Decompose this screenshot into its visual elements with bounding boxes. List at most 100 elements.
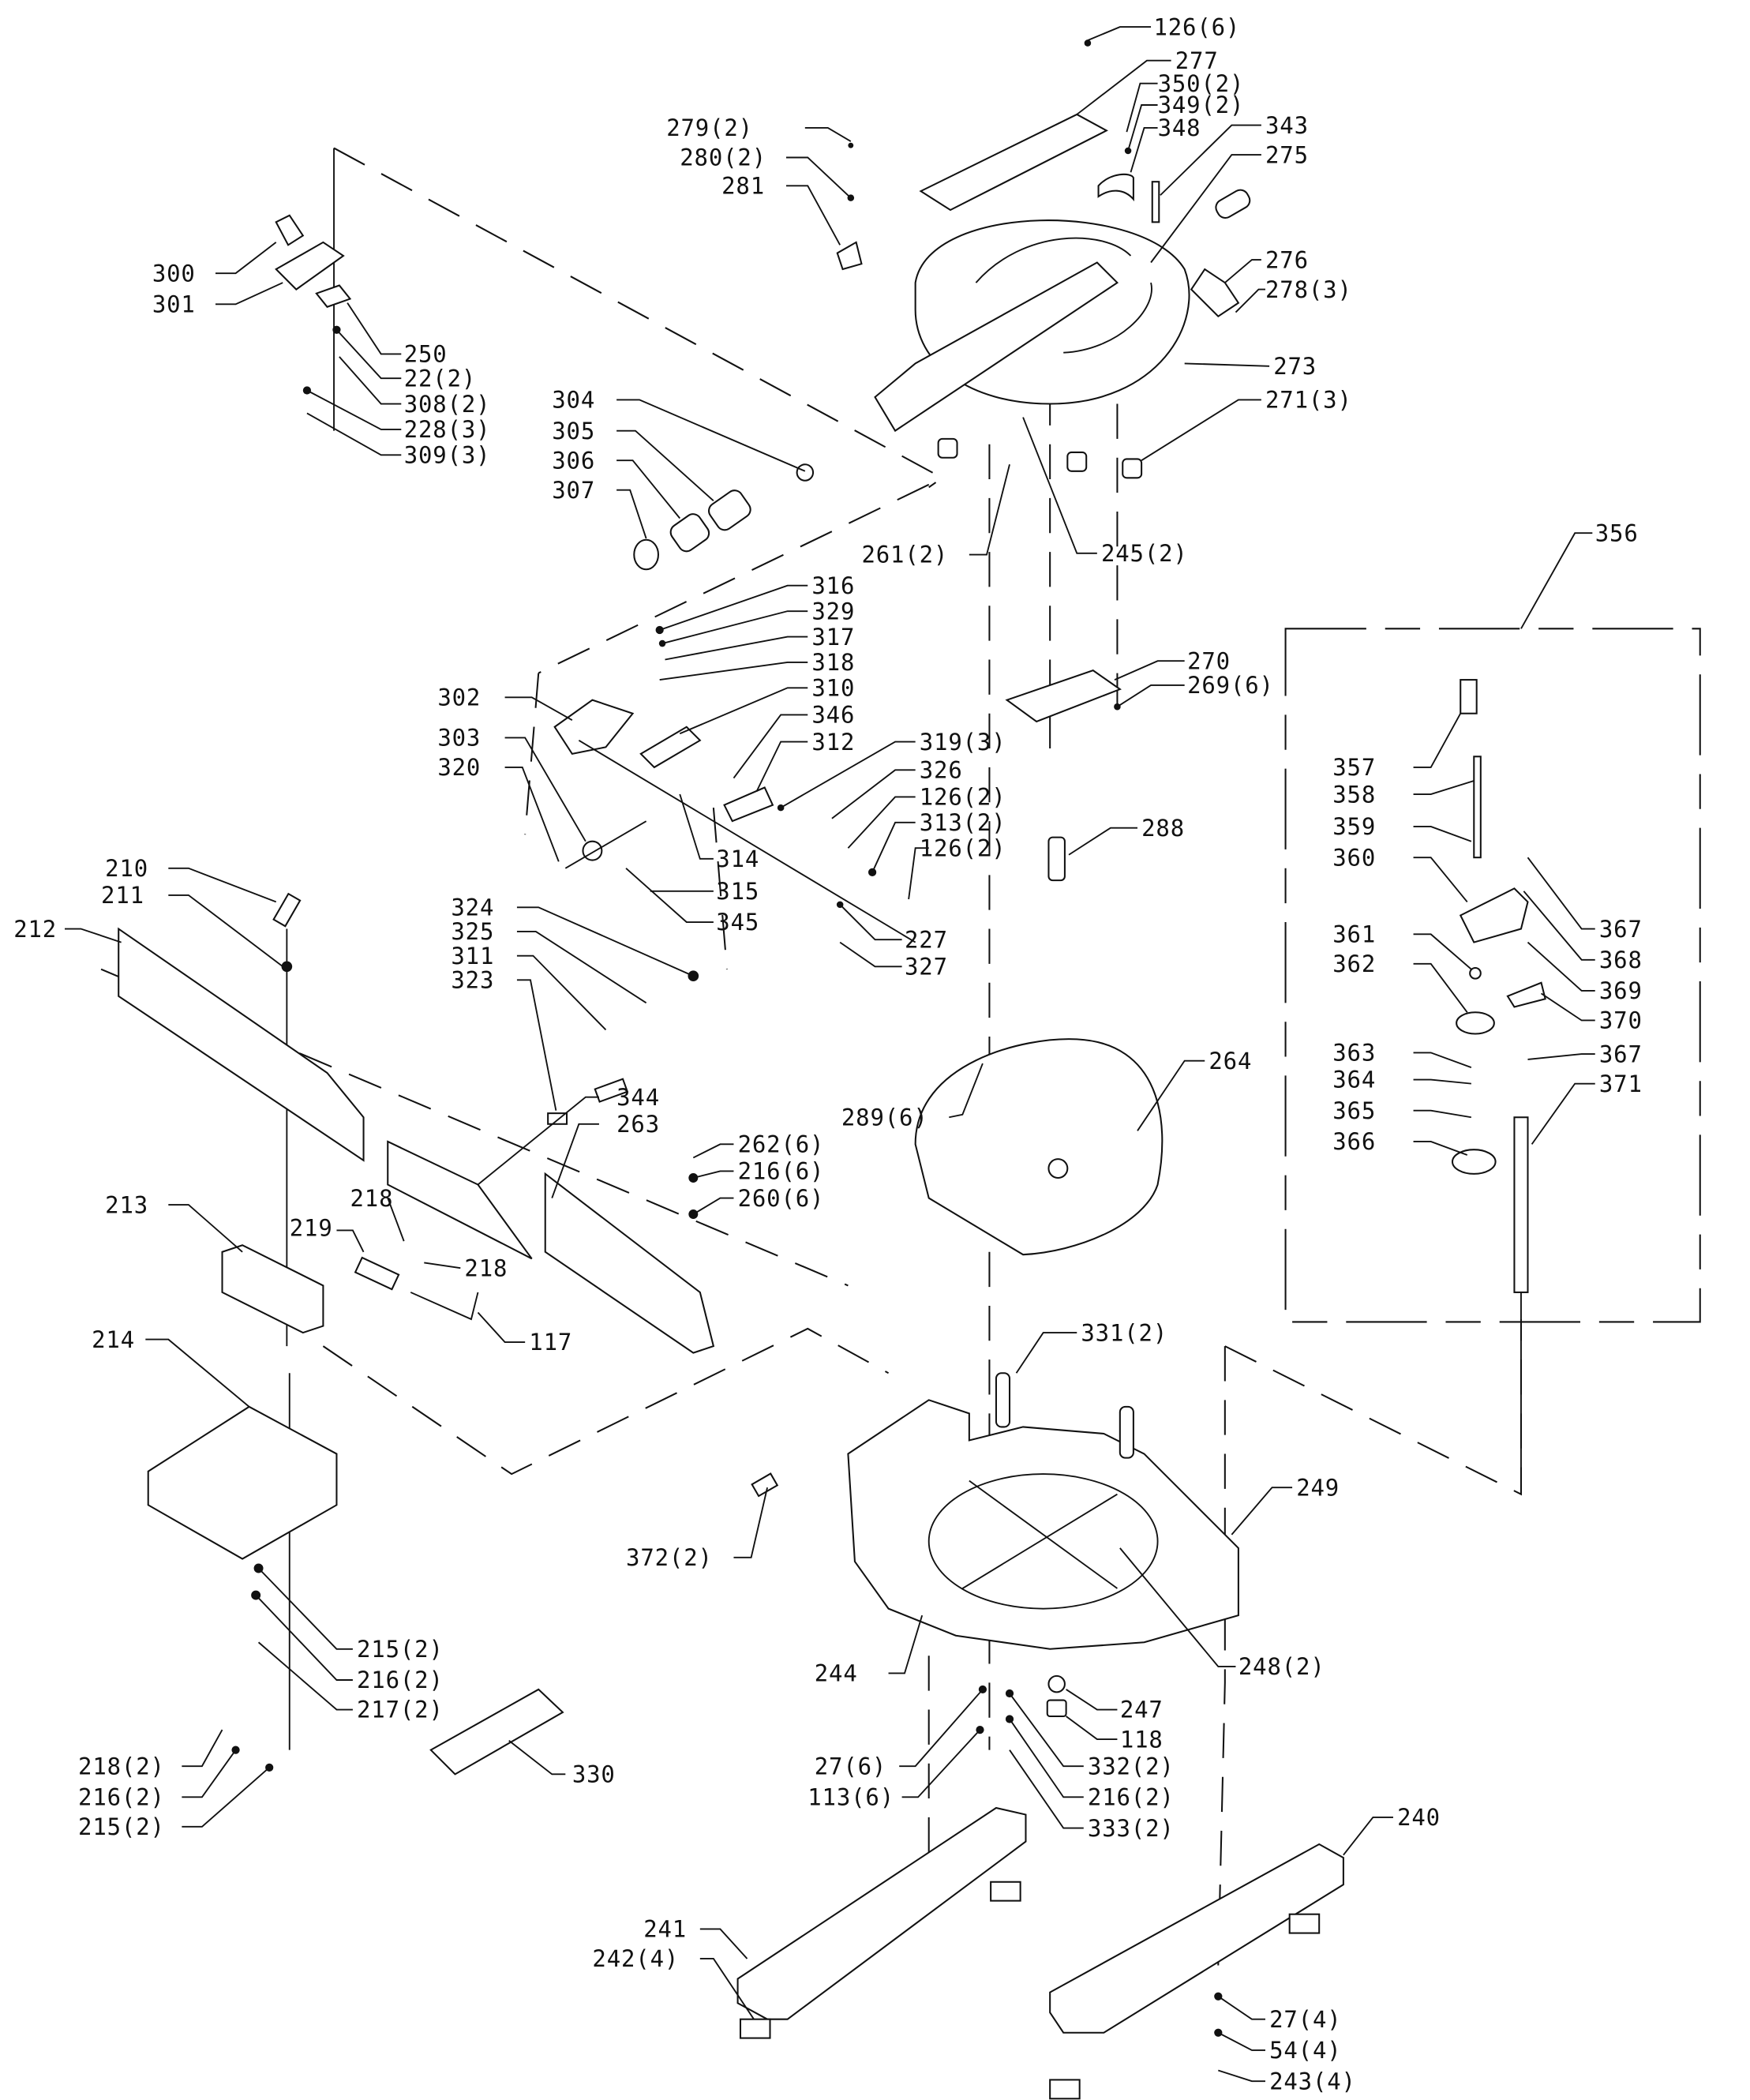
part-271-foot: [937, 437, 958, 459]
callout-318: 318: [811, 649, 855, 676]
part-368-bracket: [1459, 887, 1529, 943]
part-307-ring: [633, 538, 659, 571]
guide-line: [712, 807, 728, 969]
callout-281: 281: [721, 173, 765, 200]
callout-360: 360: [1332, 844, 1376, 871]
callout-280: 280(2): [680, 144, 766, 171]
part-264-hole: [1047, 1158, 1069, 1179]
axis-line: [564, 820, 647, 869]
callout-216a: 216(2): [357, 1667, 444, 1693]
part-302-lever: [553, 699, 635, 756]
callout-219: 219: [290, 1214, 333, 1241]
part-242-pad: [1288, 1913, 1321, 1934]
callout-312: 312: [811, 729, 855, 756]
part-118-nut: [1046, 1699, 1067, 1718]
callout-212: 212: [13, 916, 57, 943]
callout-27-4: 27(4): [1269, 2006, 1341, 2033]
callout-314: 314: [716, 846, 759, 872]
part-271-foot: [1066, 451, 1088, 472]
callout-304: 304: [552, 387, 595, 414]
callout-227: 227: [905, 926, 948, 953]
part-242-pad: [1049, 2079, 1081, 2100]
callouts: 126(6) 277 350(2) 349(2) 348 343 275 276…: [13, 13, 1643, 2094]
parts: [118, 113, 1546, 2100]
callout-275: 275: [1265, 141, 1309, 168]
callout-323: 323: [451, 967, 494, 994]
callout-369: 369: [1599, 977, 1643, 1004]
callout-317: 317: [811, 624, 855, 651]
callout-271: 271(3): [1265, 387, 1352, 414]
part-242-pad: [990, 1881, 1021, 1902]
guide-line: [1224, 1319, 1522, 1496]
callout-215a: 215(2): [357, 1636, 444, 1663]
callout-126-2a: 126(2): [920, 784, 1006, 811]
part-263-fence: [544, 1172, 715, 1354]
callout-289: 289(6): [841, 1104, 928, 1131]
part-343-pin: [1151, 181, 1160, 223]
part-242-pad: [739, 2018, 771, 2039]
part-270-plate: [1005, 669, 1122, 723]
callout-276: 276: [1265, 246, 1309, 273]
part-219: [354, 1256, 400, 1291]
part-244-base: [847, 1399, 1239, 1650]
part-117-wrench: [410, 1292, 479, 1321]
callout-367b: 367: [1599, 1041, 1643, 1067]
callout-218-2: 218(2): [78, 1753, 165, 1779]
part-306-sleeve: [669, 513, 710, 553]
callout-264: 264: [1209, 1048, 1252, 1074]
callout-270: 270: [1187, 647, 1231, 674]
callout-113: 113(6): [808, 1784, 894, 1811]
part-331-post: [995, 1372, 1011, 1428]
part-240-leg: [1049, 1843, 1344, 2034]
callout-303: 303: [437, 725, 481, 752]
part-213-block: [221, 1244, 324, 1334]
part-275-grip: [1215, 189, 1251, 219]
callout-210: 210: [105, 855, 148, 882]
callout-217: 217(2): [357, 1697, 444, 1723]
guide-line: [538, 483, 930, 674]
callout-332: 332(2): [1088, 1753, 1175, 1779]
base-cross: [961, 1493, 1118, 1589]
callout-263: 263: [616, 1111, 660, 1138]
part-300-bracket: [275, 214, 305, 246]
part-357-lever: [1460, 679, 1478, 714]
part-271-foot: [1122, 458, 1143, 479]
callout-362: 362: [1332, 951, 1376, 977]
callout-313: 313(2): [920, 809, 1006, 836]
part-301-plate: [275, 241, 345, 291]
part-361-washer: [1469, 966, 1482, 980]
callout-241: 241: [643, 1916, 687, 1943]
callout-310: 310: [811, 675, 855, 702]
part-276-scale: [1190, 268, 1240, 318]
callout-249: 249: [1296, 1474, 1340, 1501]
part-310-plate: [639, 726, 702, 769]
fasteners: [231, 39, 1223, 2037]
callout-346: 346: [811, 702, 855, 729]
callout-345: 345: [716, 909, 759, 936]
callout-273: 273: [1273, 353, 1317, 380]
callout-118: 118: [1120, 1726, 1164, 1753]
part-281-bracket: [836, 241, 863, 271]
guide-line: [1217, 1346, 1226, 1966]
callout-306: 306: [552, 447, 595, 474]
part-312-plate: [723, 786, 774, 823]
base-cross: [969, 1479, 1118, 1589]
callout-305: 305: [552, 418, 595, 444]
callout-363: 363: [1332, 1040, 1376, 1067]
callout-243: 243(4): [1269, 2068, 1356, 2094]
callout-248: 248(2): [1238, 1653, 1325, 1680]
part-303-disc: [582, 840, 603, 861]
part-370-plate: [1506, 981, 1546, 1008]
assembly-guide-lines: [100, 147, 1522, 1966]
housing-slot: [1063, 282, 1152, 354]
callout-247: 247: [1120, 1697, 1164, 1723]
callout-126-2b: 126(2): [920, 834, 1006, 861]
callout-279: 279(2): [666, 114, 753, 141]
callout-357: 357: [1332, 754, 1376, 781]
part-344-fence: [387, 1140, 533, 1260]
part-371-post: [1513, 1116, 1529, 1293]
callout-218b: 218: [464, 1254, 508, 1281]
part-304-washer: [796, 463, 815, 482]
